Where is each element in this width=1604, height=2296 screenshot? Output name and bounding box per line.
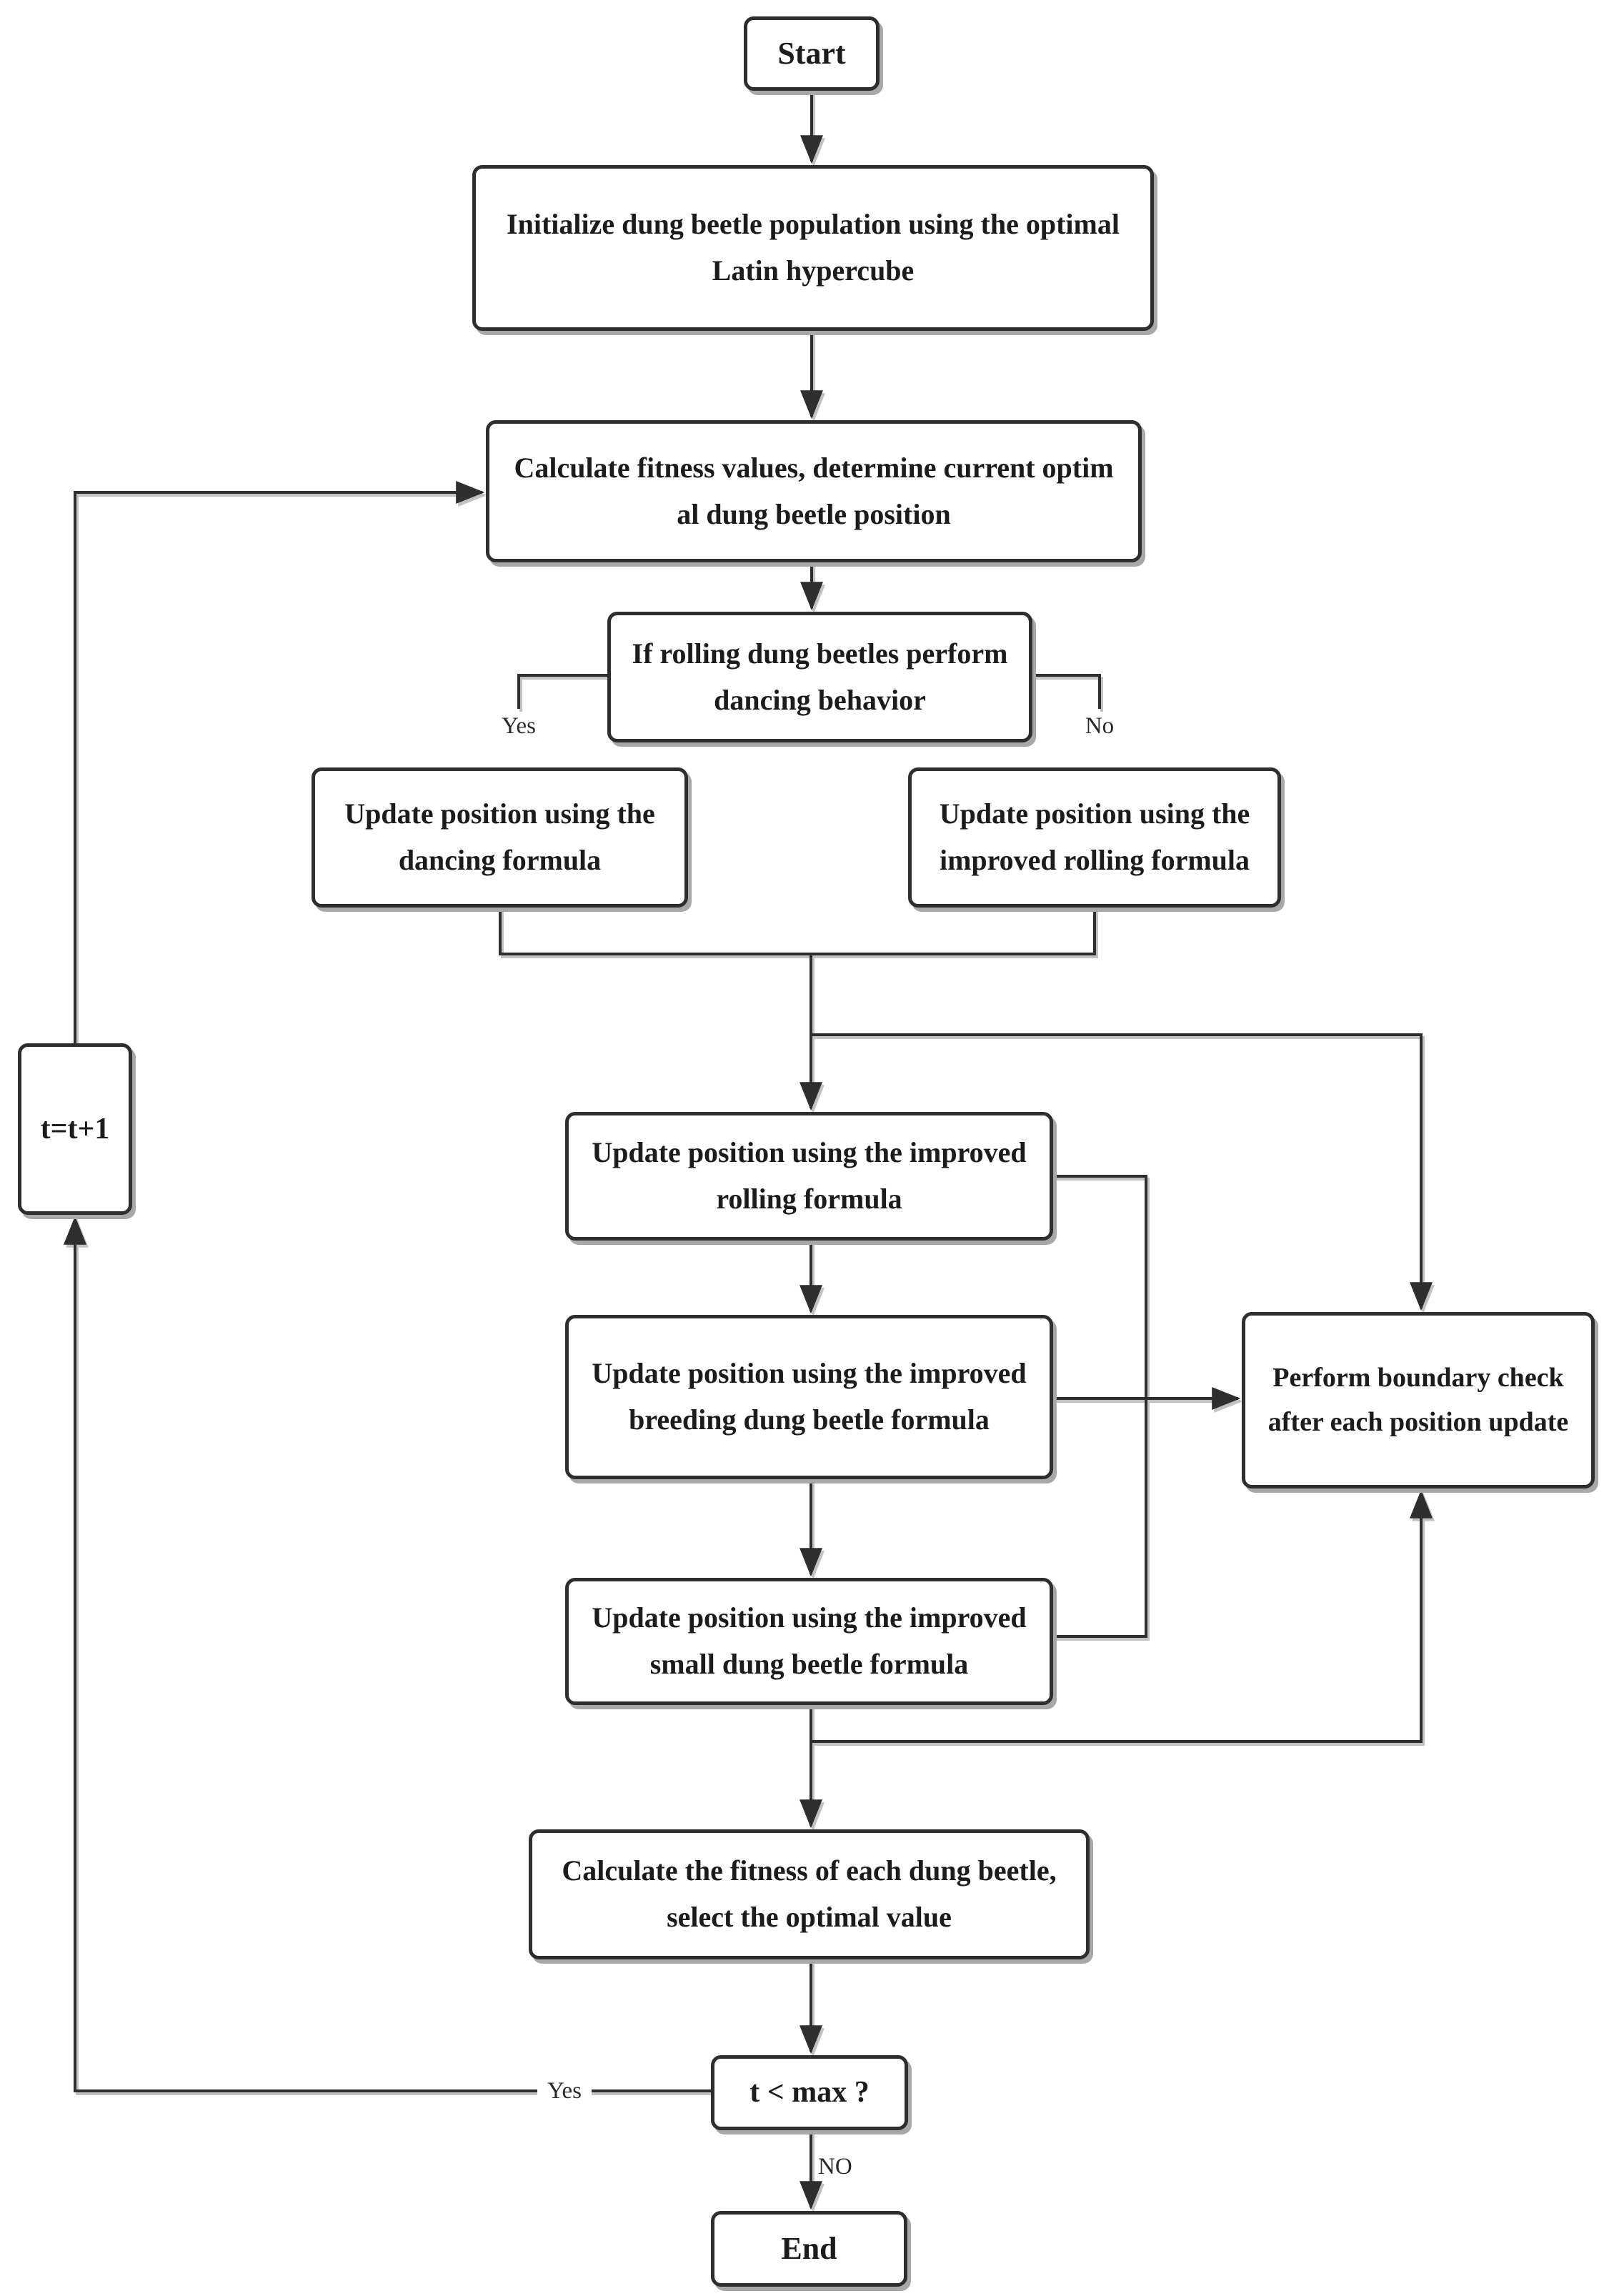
edge-label-yes-loop: Yes — [537, 2079, 592, 2103]
node-text-line: small dung beetle formula — [649, 1648, 969, 1680]
node-end-label: End — [781, 2231, 837, 2267]
node-update-dancing-formula: Update position using the dancing formul… — [312, 767, 688, 908]
node-text-line: Update position using the — [939, 797, 1250, 830]
node-text-line: al dung beetle position — [677, 497, 951, 530]
node-update-improved-rolling-main: Update position using the improved rolli… — [565, 1112, 1053, 1241]
node-update-small-formula: Update position using the improved small… — [565, 1578, 1053, 1705]
node-text-line: dancing behavior — [714, 683, 926, 716]
node-update-improved-rolling-branch: Update position using the improved rolli… — [908, 767, 1281, 908]
connector-rollingmain-small-side — [1053, 1175, 1147, 1638]
node-text-line: Update position using the improved — [592, 1136, 1027, 1169]
node-loop-condition-label: t < max ? — [749, 2076, 870, 2109]
node-text-line: Update position using the — [344, 797, 655, 830]
node-boundary-check: Perform boundary check after each positi… — [1242, 1312, 1595, 1489]
connector-small-boundary-bottom — [811, 1489, 1433, 1743]
connector-branch-merge — [499, 908, 1096, 955]
node-text-line: dancing formula — [398, 844, 602, 876]
node-text-line: Update position using the improved — [592, 1357, 1027, 1390]
node-text-line: Perform boundary check — [1272, 1362, 1564, 1393]
connector-decision-no-stub — [1032, 674, 1101, 709]
connector-loopcheck-increment — [64, 1216, 711, 2092]
node-start-label: Start — [777, 36, 846, 71]
node-text-line: rolling formula — [716, 1183, 902, 1215]
node-text-line: Calculate fitness values, determine curr… — [514, 451, 1114, 484]
connector-merge-boundary-top — [811, 1033, 1433, 1311]
node-text-line: Calculate the fitness of each dung beetl… — [562, 1854, 1057, 1887]
node-text-line: after each position update — [1267, 1406, 1569, 1437]
node-initialize-population: Initialize dung beetle population using … — [472, 165, 1154, 331]
node-end: End — [711, 2211, 907, 2287]
node-increment-label: t=t+1 — [40, 1112, 110, 1145]
connector-increment-calc — [74, 481, 485, 1043]
node-loop-condition: t < max ? — [711, 2055, 908, 2130]
node-calculate-fitness-values: Calculate fitness values, determine curr… — [486, 420, 1142, 562]
node-text-line: select the optimal value — [667, 1901, 952, 1933]
node-decision-rolling-dancing: If rolling dung beetles perform dancing … — [607, 612, 1032, 742]
node-update-breeding-formula: Update position using the improved breed… — [565, 1315, 1053, 1479]
node-start: Start — [744, 16, 880, 91]
edge-label-yes-branch: Yes — [501, 713, 537, 739]
edge-label-no-branch: No — [1085, 713, 1115, 739]
node-increment-t: t=t+1 — [18, 1043, 132, 1215]
node-text-line: Initialize dung beetle population using … — [507, 208, 1120, 241]
node-text-line: breeding dung beetle formula — [629, 1403, 990, 1436]
node-text-line: Latin hypercube — [712, 254, 915, 287]
edge-label-no-loop: NO — [818, 2154, 852, 2180]
node-text-line: improved rolling formula — [939, 844, 1250, 876]
connector-decision-yes-stub — [517, 674, 607, 709]
node-text-line: If rolling dung beetles perform — [632, 637, 1008, 670]
node-calculate-fitness-select-optimal: Calculate the fitness of each dung beetl… — [529, 1829, 1090, 1959]
node-text-line: Update position using the improved — [592, 1601, 1027, 1634]
